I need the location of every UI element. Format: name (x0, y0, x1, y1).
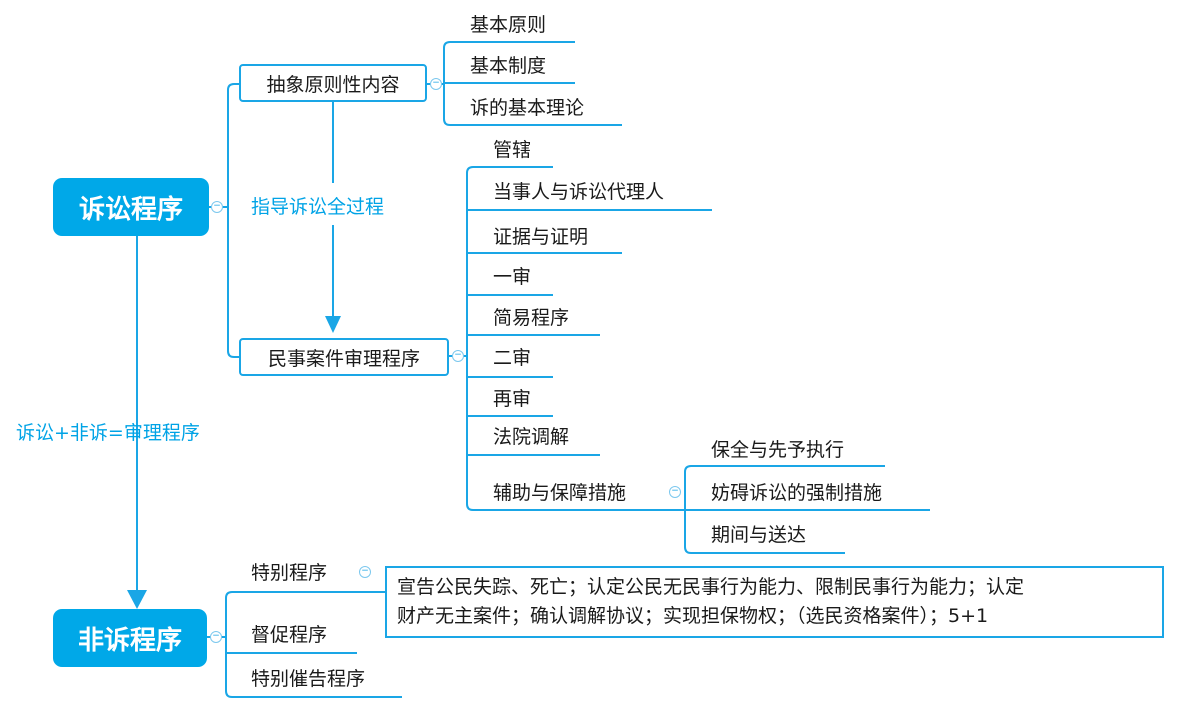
collapse-icon[interactable]: − (211, 201, 223, 213)
arrow-head (127, 590, 147, 609)
node-item[interactable]: 保全与先予执行 (711, 439, 845, 461)
node-item[interactable]: 基本制度 (470, 55, 547, 77)
note-line: 宣告公民失踪、死亡；认定公民无民事行为能力、限制民事行为能力；认定 (397, 576, 1025, 598)
node-abstract[interactable]: 抽象原则性内容 (239, 64, 427, 102)
relation-label: 诉讼+非诉=审理程序 (16, 422, 200, 444)
collapse-icon[interactable]: − (359, 566, 371, 578)
node-item[interactable]: 督促程序 (251, 624, 328, 646)
node-item[interactable]: 法院调解 (493, 426, 570, 448)
node-item[interactable]: 期间与送达 (711, 524, 807, 546)
note-line: 财产无主案件；确认调解协议；实现担保物权；（选民资格案件）；5+1 (397, 605, 989, 627)
node-item[interactable]: 特别程序 (251, 562, 328, 584)
node-item[interactable]: 再审 (493, 388, 532, 410)
node-item[interactable]: 简易程序 (493, 307, 570, 329)
guide-label: 指导诉讼全过程 (251, 196, 385, 218)
node-item[interactable]: 管辖 (493, 139, 532, 161)
node-item[interactable]: 妨碍诉讼的强制措施 (711, 482, 883, 504)
node-item[interactable]: 证据与证明 (493, 226, 589, 248)
node-item[interactable]: 诉的基本理论 (470, 97, 585, 119)
collapse-icon[interactable]: − (452, 350, 464, 362)
special-procedure-note: 宣告公民失踪、死亡；认定公民无民事行为能力、限制民事行为能力；认定 财产无主案件… (385, 566, 1164, 638)
node-item[interactable]: 二审 (493, 347, 532, 369)
node-item[interactable]: 特别催告程序 (251, 668, 366, 690)
collapse-icon[interactable]: − (430, 78, 442, 90)
collapse-icon[interactable]: − (669, 486, 681, 498)
node-item[interactable]: 基本原则 (470, 14, 547, 36)
collapse-icon[interactable]: − (210, 631, 222, 643)
root-non-litigation[interactable]: 非诉程序 (53, 609, 207, 667)
root-litigation[interactable]: 诉讼程序 (53, 178, 209, 236)
node-item[interactable]: 一审 (493, 266, 532, 288)
node-item[interactable]: 辅助与保障措施 (493, 482, 627, 504)
node-item[interactable]: 当事人与诉讼代理人 (493, 181, 665, 203)
node-civil[interactable]: 民事案件审理程序 (239, 338, 449, 376)
arrow-head (325, 316, 341, 333)
